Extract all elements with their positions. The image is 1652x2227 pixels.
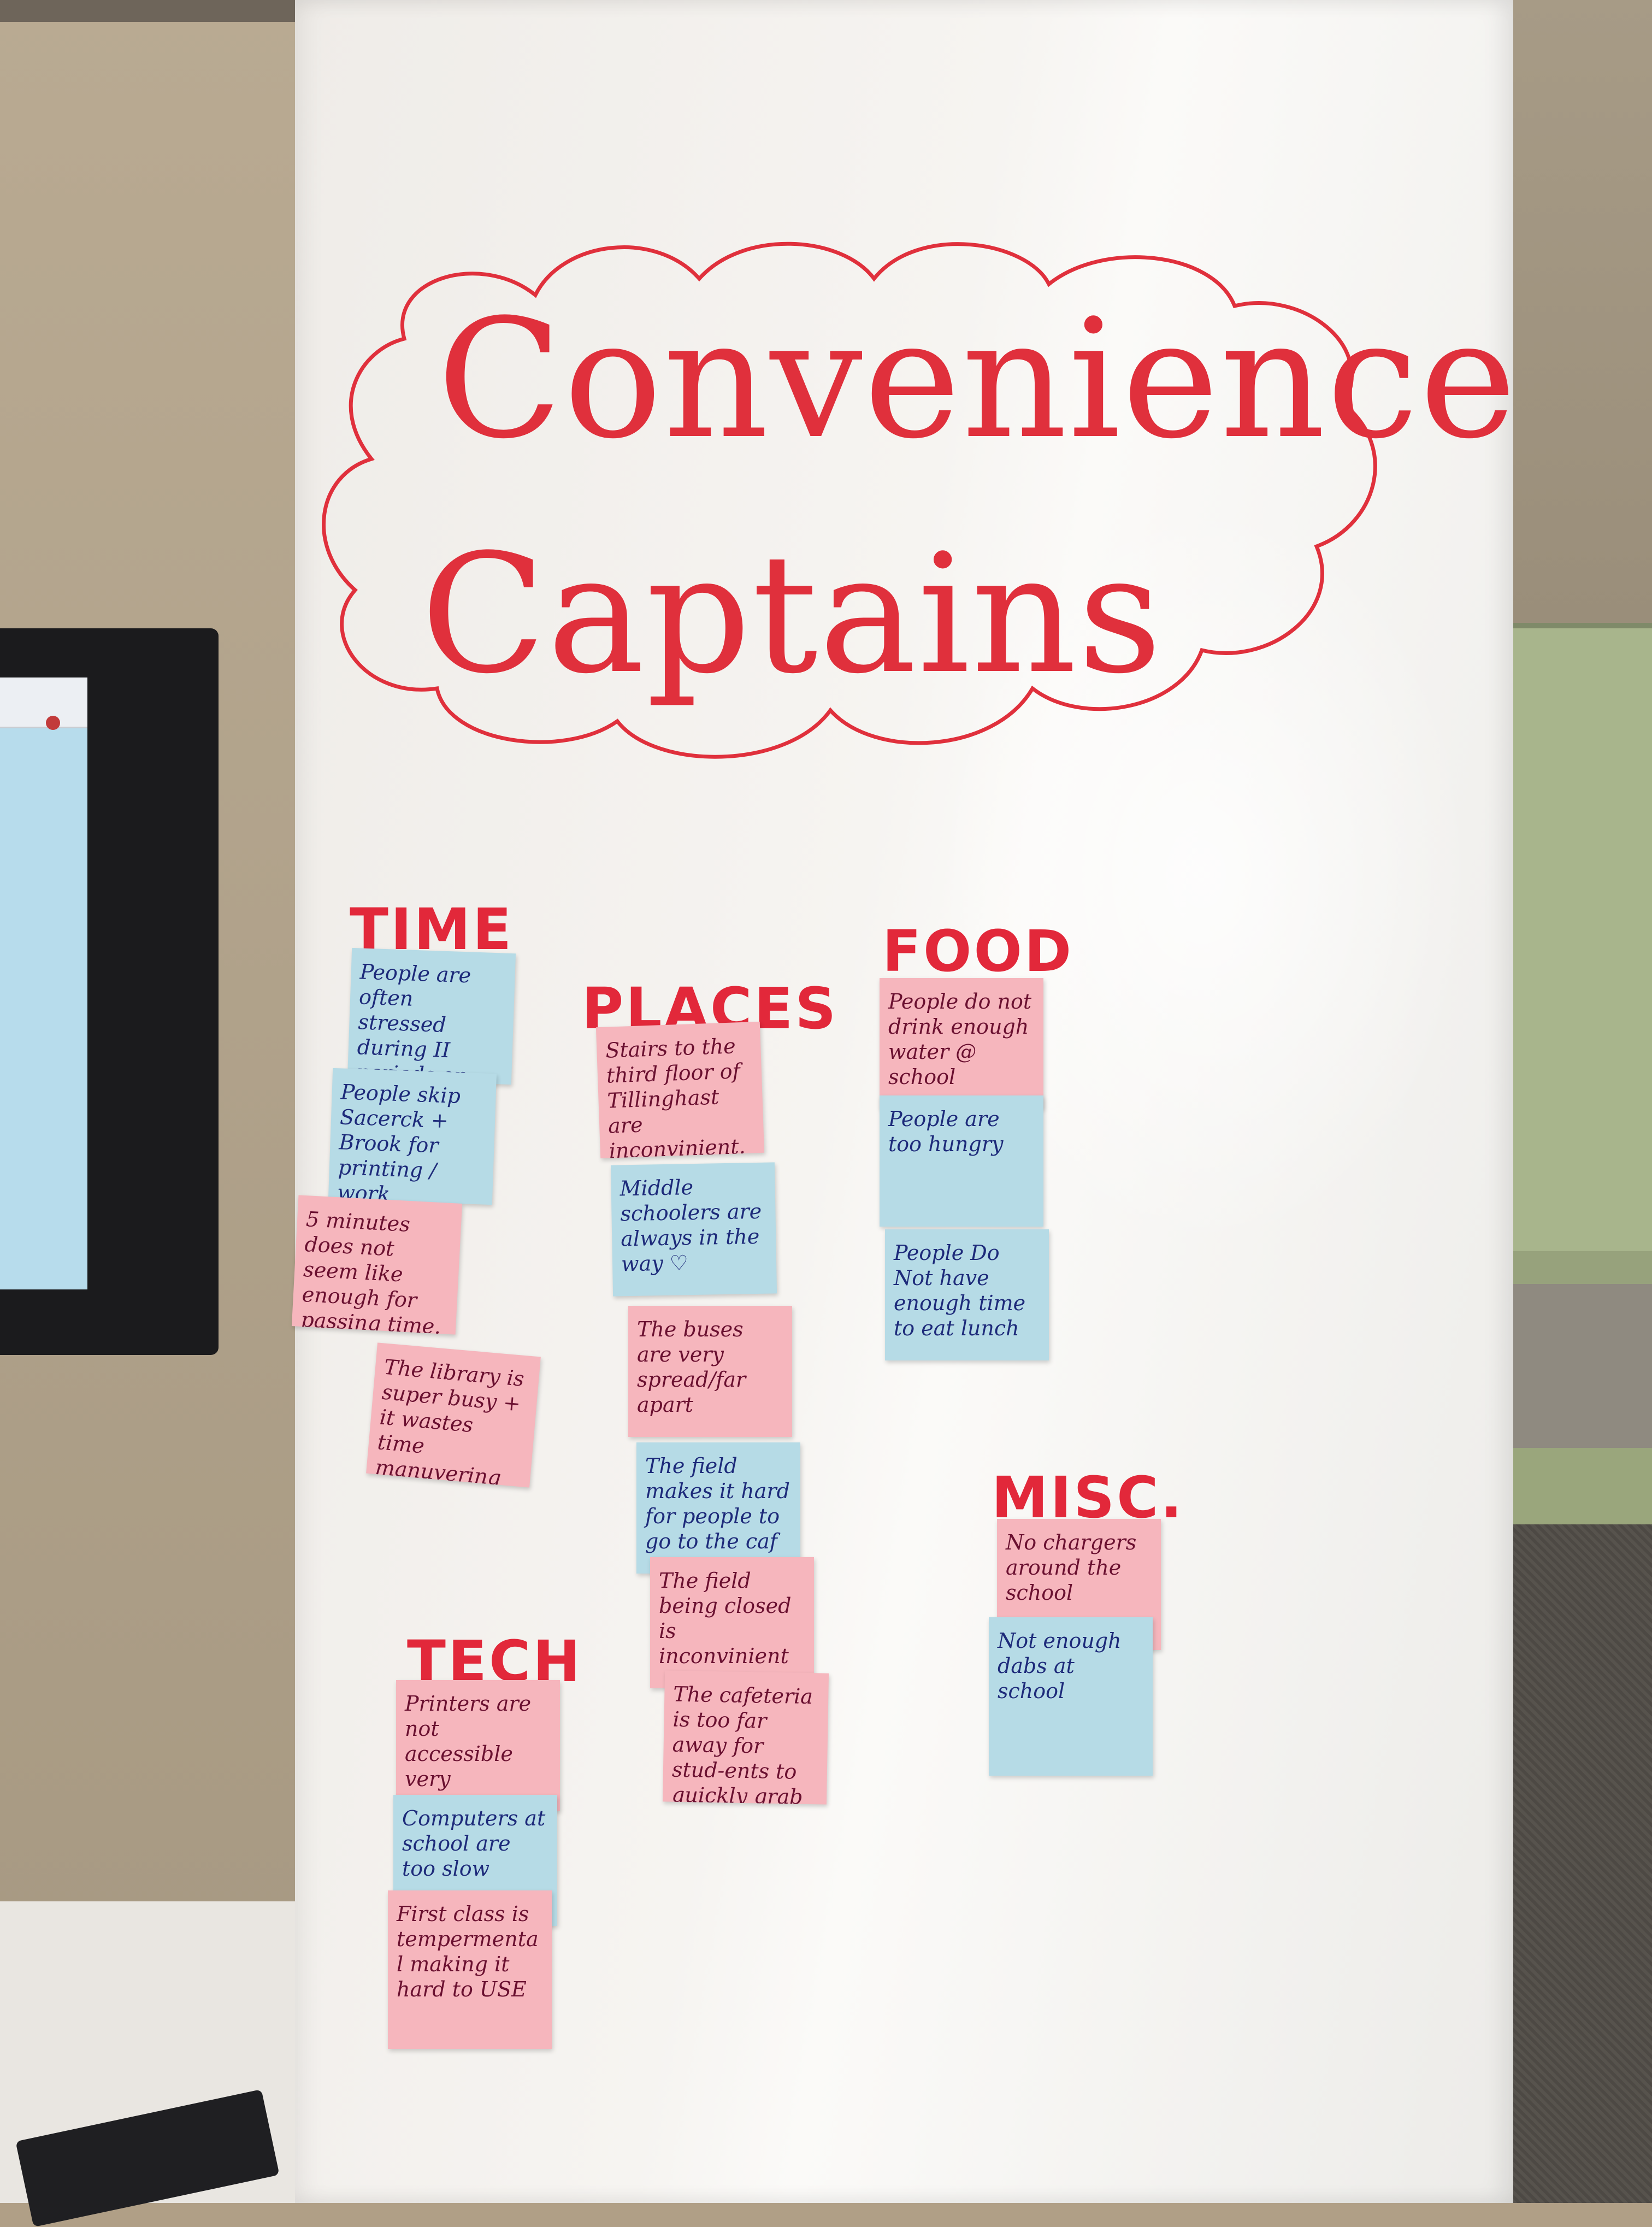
category-food: FOOD bbox=[882, 918, 1074, 985]
sticky-note: People skip Sacerck + Brook for printing… bbox=[328, 1068, 497, 1205]
sticky-note: People are often stressed during II peri… bbox=[347, 947, 516, 1085]
sticky-note: First class is tempermental making it ha… bbox=[388, 1890, 552, 2049]
sticky-note: The field makes it hard for people to go… bbox=[636, 1442, 800, 1574]
sticky-note: The buses are very spread/far apart bbox=[628, 1306, 792, 1437]
sticky-note: 5 minutes does not seem like enough for … bbox=[291, 1195, 463, 1335]
sticky-note: The field being closed is inconvinient bbox=[650, 1557, 814, 1688]
browser-toolbar bbox=[0, 677, 87, 728]
sticky-note: The cafeteria is too far away for stud-e… bbox=[662, 1670, 829, 1805]
ceiling-strip bbox=[0, 0, 295, 22]
sticky-note: Middle schoolers are always in the way ♡ bbox=[610, 1162, 777, 1297]
sticky-note: People do not drink enough water @ schoo… bbox=[880, 978, 1043, 1109]
sticky-note: Stairs to the third floor of Tillinghast… bbox=[595, 1021, 765, 1159]
sticky-note: People Do Not have enough time to eat lu… bbox=[885, 1229, 1049, 1360]
monitor-screen bbox=[0, 677, 87, 1289]
right-wall bbox=[1508, 0, 1652, 628]
cloud-outline bbox=[322, 241, 1377, 759]
sticky-note: Printers are not accessible very bbox=[396, 1680, 560, 1811]
sticky-note: Not enough dabs at school bbox=[989, 1617, 1153, 1776]
browser-profile-icon bbox=[46, 716, 60, 730]
sticky-note: People are too hungry bbox=[880, 1095, 1043, 1227]
sticky-note: The library is super busy + it wastes ti… bbox=[366, 1342, 541, 1488]
board-title-line1: Convenience bbox=[437, 284, 1518, 475]
board-title-line2: Captains bbox=[421, 519, 1163, 710]
